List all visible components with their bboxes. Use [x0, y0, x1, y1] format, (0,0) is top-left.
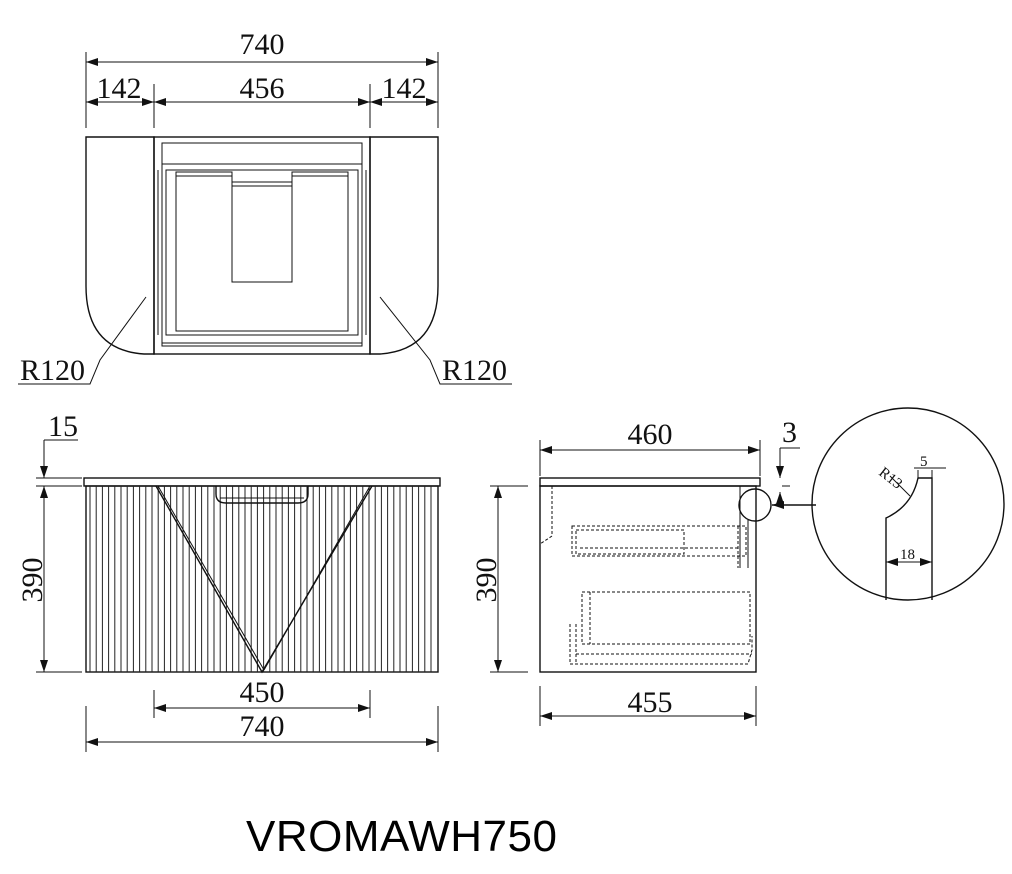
- radius-right-label: R120: [442, 354, 507, 387]
- top-right-side-width: 142: [382, 72, 427, 105]
- side-body-depth-label: 455: [628, 686, 673, 719]
- fluted-front: [89, 486, 432, 672]
- side-top-depth-label: 460: [628, 418, 673, 451]
- detail-view: 5 R13 18: [811, 407, 1005, 601]
- side-view: 460 3 390 455: [470, 416, 816, 726]
- front-view: 15 390 450 740: [16, 410, 441, 752]
- top-view: 740 142 456 142 R120 R120: [18, 28, 512, 387]
- side-height-label: 390: [470, 558, 503, 603]
- top-left-side-width: 142: [97, 72, 142, 105]
- top-middle-width: 456: [240, 72, 285, 105]
- top-thickness-label: 15: [48, 410, 78, 443]
- top-overall-width: 740: [240, 28, 285, 61]
- detail-width-label: 18: [900, 547, 915, 563]
- detail-radius-label: R13: [876, 465, 906, 493]
- front-overall-width-label: 740: [240, 710, 285, 743]
- front-inner-width-label: 450: [240, 676, 285, 709]
- radius-left-label: R120: [20, 354, 85, 387]
- detail-top-width-label: 5: [920, 454, 928, 470]
- front-height-label: 390: [16, 558, 49, 603]
- model-code: VROMAWH750: [246, 812, 558, 861]
- side-overhang-label: 3: [782, 416, 797, 449]
